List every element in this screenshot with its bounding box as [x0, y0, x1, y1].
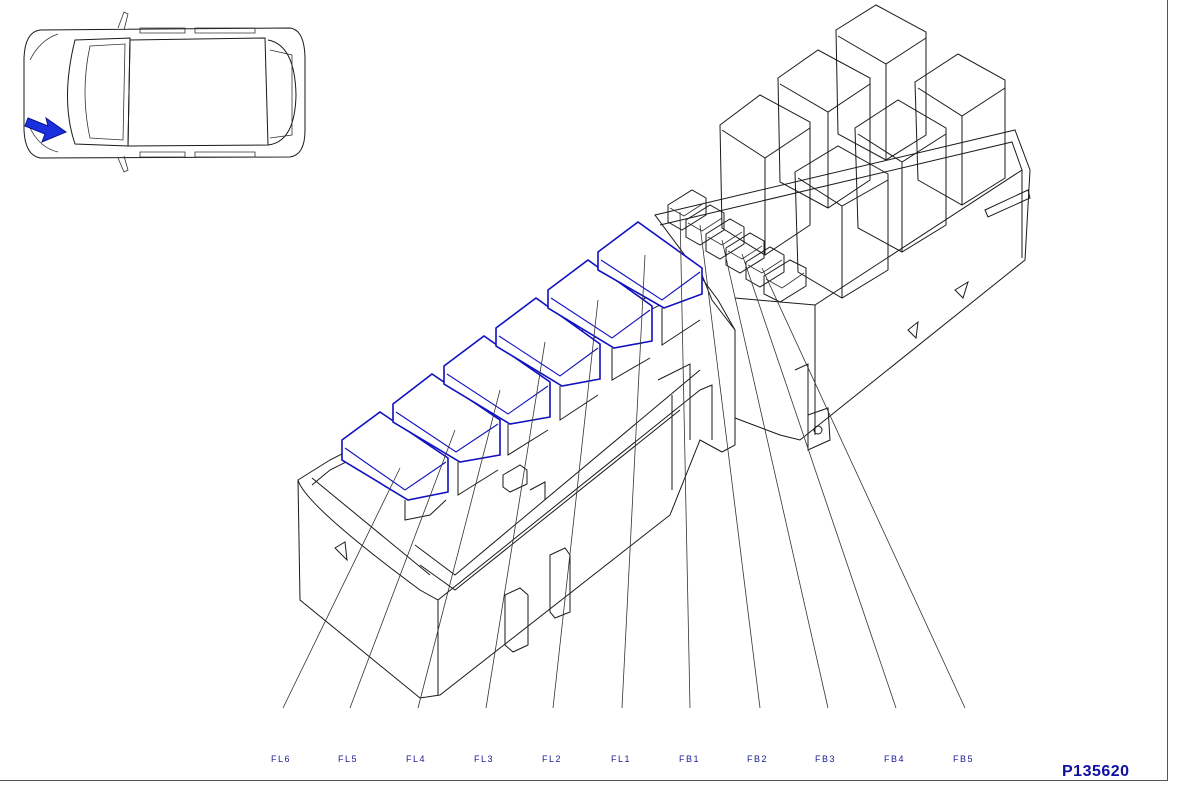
frame-border-right [1167, 0, 1168, 780]
mini-fuse-extra [763, 259, 807, 303]
callout-fb4: FB4 [884, 754, 905, 764]
mini-fuse-fb2 [685, 204, 725, 246]
callout-fl5: FL5 [338, 754, 358, 764]
relay [794, 145, 889, 299]
maxi-fuse-block [297, 221, 736, 699]
frame-border-bottom [0, 780, 1168, 781]
relay [777, 49, 871, 209]
callout-fb2: FB2 [747, 754, 768, 764]
maxi-fuse-fl2 [547, 259, 653, 381]
reference-code: P135620 [1062, 763, 1130, 780]
relay [719, 94, 811, 256]
relay-block [654, 4, 1031, 451]
callout-fl2: FL2 [542, 754, 562, 764]
callout-labels: FL6 FL5 FL4 FL3 FL2 FL1 FB1 FB2 FB3 FB4 … [271, 754, 974, 764]
callout-fl6: FL6 [271, 754, 291, 764]
mini-fuse-fb3 [705, 218, 745, 260]
maxi-fuse-fl1 [597, 221, 703, 346]
maxi-fuse-fl5 [392, 373, 501, 496]
callout-fl3: FL3 [474, 754, 494, 764]
relay [854, 99, 947, 253]
callout-fb3: FB3 [815, 754, 836, 764]
callout-fb1: FB1 [679, 754, 700, 764]
relay [914, 53, 1006, 206]
callout-fl1: FL1 [611, 754, 631, 764]
mini-fuse-fb1 [667, 189, 707, 231]
maxi-fuse-fl3 [495, 297, 601, 421]
vehicle-locator [23, 11, 306, 173]
maxi-fuse-fl6 [341, 411, 449, 521]
callout-fl4: FL4 [406, 754, 426, 764]
mini-fuse-fb5 [745, 246, 785, 288]
callout-fb5: FB5 [953, 754, 974, 764]
mini-fuse-fb4 [725, 232, 765, 274]
leader-lines [282, 211, 966, 709]
maxi-fuse-fl4 [443, 335, 551, 456]
relay [835, 4, 927, 161]
arrow-right-icon [24, 116, 68, 143]
